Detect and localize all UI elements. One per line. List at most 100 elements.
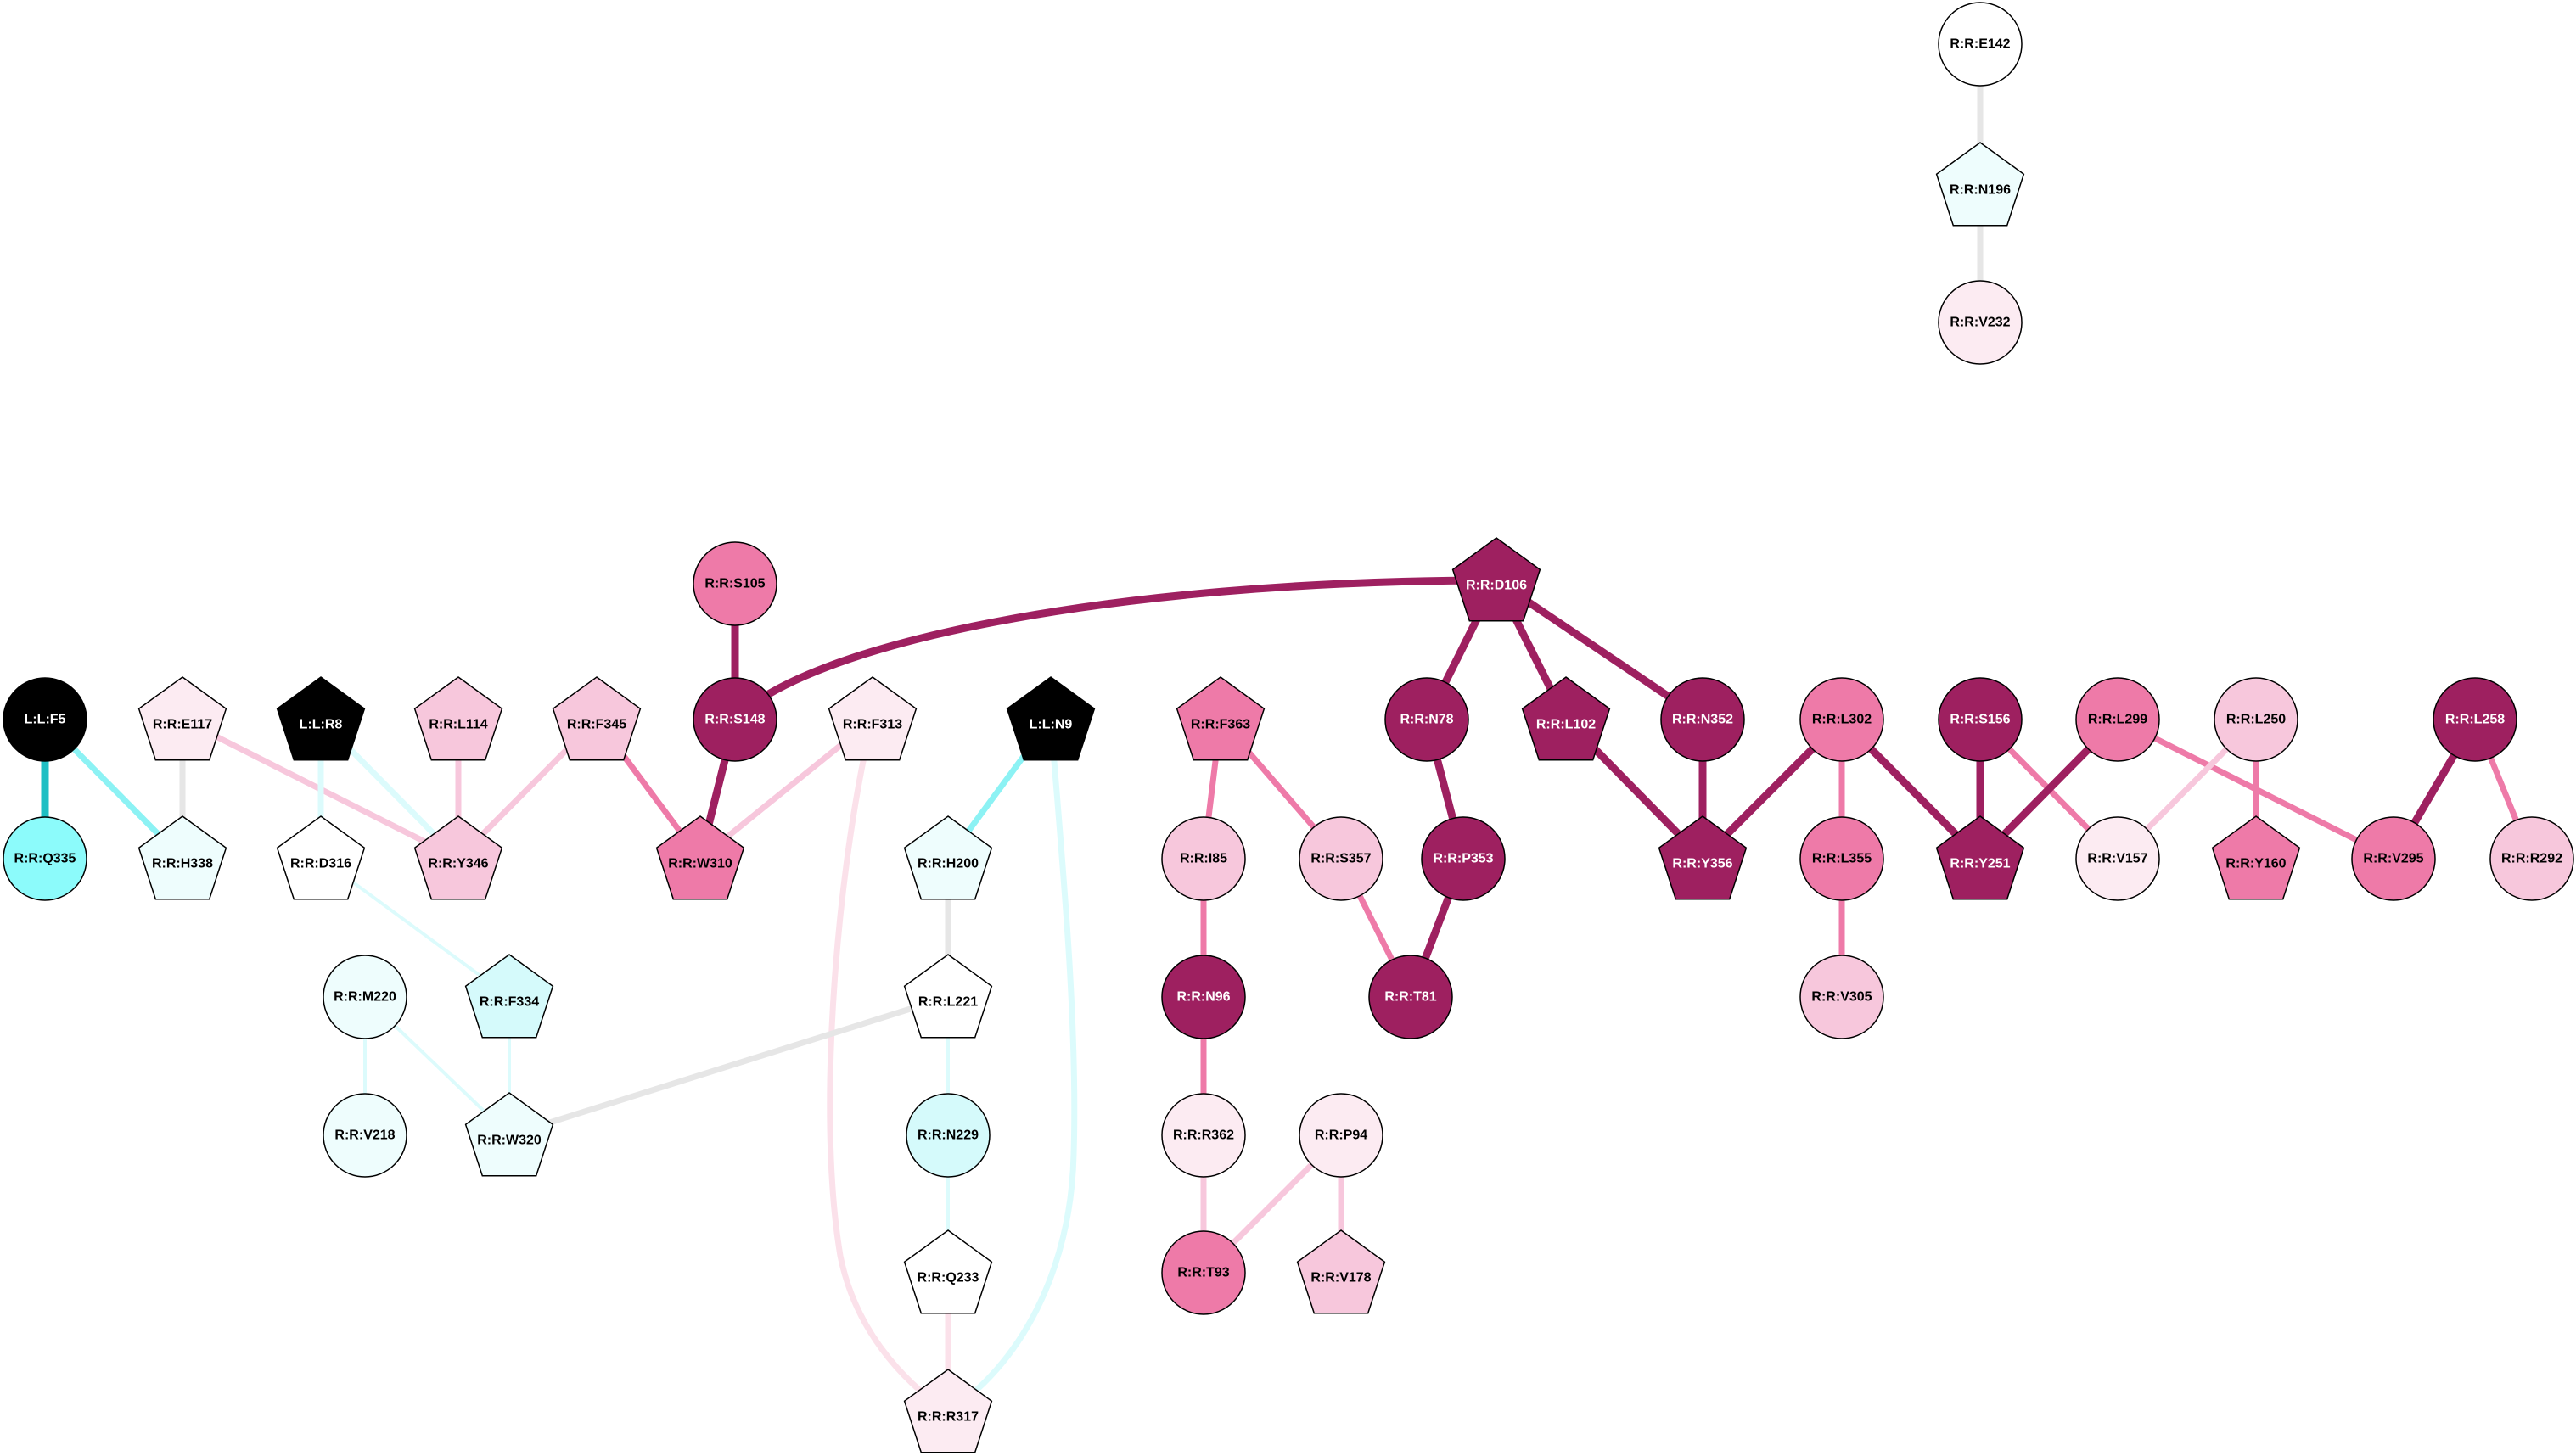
node-shape-pentagon bbox=[1935, 142, 2025, 227]
node-shape-pentagon bbox=[903, 1369, 993, 1453]
node-label: R:R:T93 bbox=[1177, 1266, 1229, 1280]
node-shape-circle bbox=[1799, 955, 1884, 1039]
node-shape-circle bbox=[1161, 1093, 1246, 1178]
node-shape-circle bbox=[1368, 955, 1453, 1039]
node-r-r-s148[interactable]: R:R:S148 bbox=[693, 677, 777, 762]
node-l-l-n9[interactable]: L:L:N9 bbox=[1006, 676, 1096, 761]
node-r-r-s105[interactable]: R:R:S105 bbox=[693, 541, 777, 626]
node-shape-circle bbox=[1384, 677, 1469, 762]
node-label: R:R:N78 bbox=[1400, 713, 1453, 727]
node-shape-pentagon bbox=[828, 676, 918, 761]
node-shape-pentagon bbox=[655, 815, 745, 900]
node-r-r-r362[interactable]: R:R:R362 bbox=[1161, 1093, 1246, 1178]
node-r-r-n352[interactable]: R:R:N352 bbox=[1660, 677, 1745, 762]
node-label: R:R:V295 bbox=[2363, 852, 2423, 866]
node-shape-pentagon bbox=[903, 815, 993, 900]
node-r-r-y251[interactable]: R:R:Y251 bbox=[1935, 815, 2025, 900]
node-shape-pentagon bbox=[903, 954, 993, 1039]
node-r-r-v295[interactable]: R:R:V295 bbox=[2351, 816, 2436, 901]
node-r-r-v157[interactable]: R:R:V157 bbox=[2075, 816, 2160, 901]
edge-r-r-d106-r-r-s148 bbox=[731, 576, 1501, 724]
node-r-r-f313[interactable]: R:R:F313 bbox=[828, 676, 918, 761]
node-r-r-t81[interactable]: R:R:T81 bbox=[1368, 955, 1453, 1039]
node-label: L:L:N9 bbox=[1030, 718, 1073, 732]
node-shape-circle bbox=[323, 1093, 407, 1178]
node-r-r-v305[interactable]: R:R:V305 bbox=[1799, 955, 1884, 1039]
node-r-r-p94[interactable]: R:R:P94 bbox=[1299, 1093, 1383, 1178]
node-r-r-d316[interactable]: R:R:D316 bbox=[276, 815, 366, 900]
node-shape-pentagon bbox=[276, 676, 366, 761]
node-r-r-m220[interactable]: R:R:M220 bbox=[323, 955, 407, 1039]
node-r-r-e142[interactable]: R:R:E142 bbox=[1938, 2, 2023, 87]
node-label: R:R:D316 bbox=[290, 857, 351, 871]
node-r-r-r292[interactable]: R:R:R292 bbox=[2489, 816, 2574, 901]
node-label: L:L:R8 bbox=[300, 718, 343, 732]
node-r-r-i85[interactable]: R:R:I85 bbox=[1161, 816, 1246, 901]
node-r-r-e117[interactable]: R:R:E117 bbox=[137, 676, 227, 761]
node-r-r-n229[interactable]: R:R:N229 bbox=[906, 1093, 991, 1178]
node-r-r-y160[interactable]: R:R:Y160 bbox=[2211, 815, 2301, 900]
node-label: R:R:V157 bbox=[2087, 852, 2147, 866]
node-label: R:R:N352 bbox=[1672, 713, 1733, 727]
node-r-r-q233[interactable]: R:R:Q233 bbox=[903, 1229, 993, 1314]
node-r-r-y356[interactable]: R:R:Y356 bbox=[1658, 815, 1748, 900]
node-r-r-y346[interactable]: R:R:Y346 bbox=[413, 815, 503, 900]
node-r-r-v218[interactable]: R:R:V218 bbox=[323, 1093, 407, 1178]
node-shape-circle bbox=[2433, 677, 2517, 762]
node-r-r-v178[interactable]: R:R:V178 bbox=[1296, 1229, 1386, 1314]
node-r-r-l114[interactable]: R:R:L114 bbox=[413, 676, 503, 761]
node-r-r-f334[interactable]: R:R:F334 bbox=[464, 954, 554, 1039]
node-r-r-l302[interactable]: R:R:L302 bbox=[1799, 677, 1884, 762]
node-r-r-l299[interactable]: R:R:L299 bbox=[2075, 677, 2160, 762]
node-r-r-l221[interactable]: R:R:L221 bbox=[903, 954, 993, 1039]
node-label: R:R:V178 bbox=[1310, 1271, 1371, 1285]
node-l-l-f5[interactable]: L:L:F5 bbox=[3, 677, 87, 762]
node-shape-circle bbox=[906, 1093, 991, 1178]
node-shape-pentagon bbox=[137, 815, 227, 900]
node-r-r-d106[interactable]: R:R:D106 bbox=[1451, 537, 1541, 622]
node-shape-circle bbox=[1938, 2, 2023, 87]
node-r-r-n78[interactable]: R:R:N78 bbox=[1384, 677, 1469, 762]
node-label: R:R:F345 bbox=[567, 718, 626, 732]
node-r-r-l102[interactable]: R:R:L102 bbox=[1521, 676, 1611, 761]
node-shape-circle bbox=[1799, 677, 1884, 762]
node-r-r-r317[interactable]: R:R:R317 bbox=[903, 1369, 993, 1453]
node-shape-circle bbox=[2075, 816, 2160, 901]
node-r-r-l250[interactable]: R:R:L250 bbox=[2214, 677, 2298, 762]
node-r-r-q335[interactable]: R:R:Q335 bbox=[3, 816, 87, 901]
node-label: R:R:E117 bbox=[153, 718, 212, 732]
node-label: R:R:H338 bbox=[152, 857, 213, 871]
node-shape-circle bbox=[2075, 677, 2160, 762]
node-label: R:R:L250 bbox=[2226, 713, 2286, 727]
node-r-r-s156[interactable]: R:R:S156 bbox=[1938, 677, 2023, 762]
node-r-r-l258[interactable]: R:R:L258 bbox=[2433, 677, 2517, 762]
node-shape-pentagon bbox=[1935, 815, 2025, 900]
node-r-r-f345[interactable]: R:R:F345 bbox=[552, 676, 642, 761]
node-r-r-n96[interactable]: R:R:N96 bbox=[1161, 955, 1246, 1039]
node-l-l-r8[interactable]: L:L:R8 bbox=[276, 676, 366, 761]
node-r-r-v232[interactable]: R:R:V232 bbox=[1938, 280, 2023, 365]
node-r-r-w320[interactable]: R:R:W320 bbox=[464, 1092, 554, 1177]
node-r-r-n196[interactable]: R:R:N196 bbox=[1935, 142, 2025, 227]
node-r-r-w310[interactable]: R:R:W310 bbox=[655, 815, 745, 900]
node-shape-pentagon bbox=[1521, 676, 1611, 761]
node-shape-pentagon bbox=[903, 1229, 993, 1314]
node-label: R:R:Y356 bbox=[1672, 857, 1732, 871]
node-r-r-t93[interactable]: R:R:T93 bbox=[1161, 1230, 1246, 1315]
node-r-r-l355[interactable]: R:R:L355 bbox=[1799, 816, 1884, 901]
node-r-r-p353[interactable]: R:R:P353 bbox=[1421, 816, 1506, 901]
node-r-r-h200[interactable]: R:R:H200 bbox=[903, 815, 993, 900]
node-r-r-h338[interactable]: R:R:H338 bbox=[137, 815, 227, 900]
node-shape-pentagon bbox=[1006, 676, 1096, 761]
node-r-r-s357[interactable]: R:R:S357 bbox=[1299, 816, 1383, 901]
node-shape-pentagon bbox=[2211, 815, 2301, 900]
node-shape-circle bbox=[1421, 816, 1506, 901]
node-r-r-f363[interactable]: R:R:F363 bbox=[1176, 676, 1266, 761]
node-label: R:R:S156 bbox=[1950, 713, 2010, 727]
node-label: R:R:F363 bbox=[1191, 718, 1250, 732]
node-label: R:R:I85 bbox=[1180, 852, 1227, 866]
node-label: R:R:P94 bbox=[1315, 1128, 1367, 1143]
node-shape-circle bbox=[1660, 677, 1745, 762]
